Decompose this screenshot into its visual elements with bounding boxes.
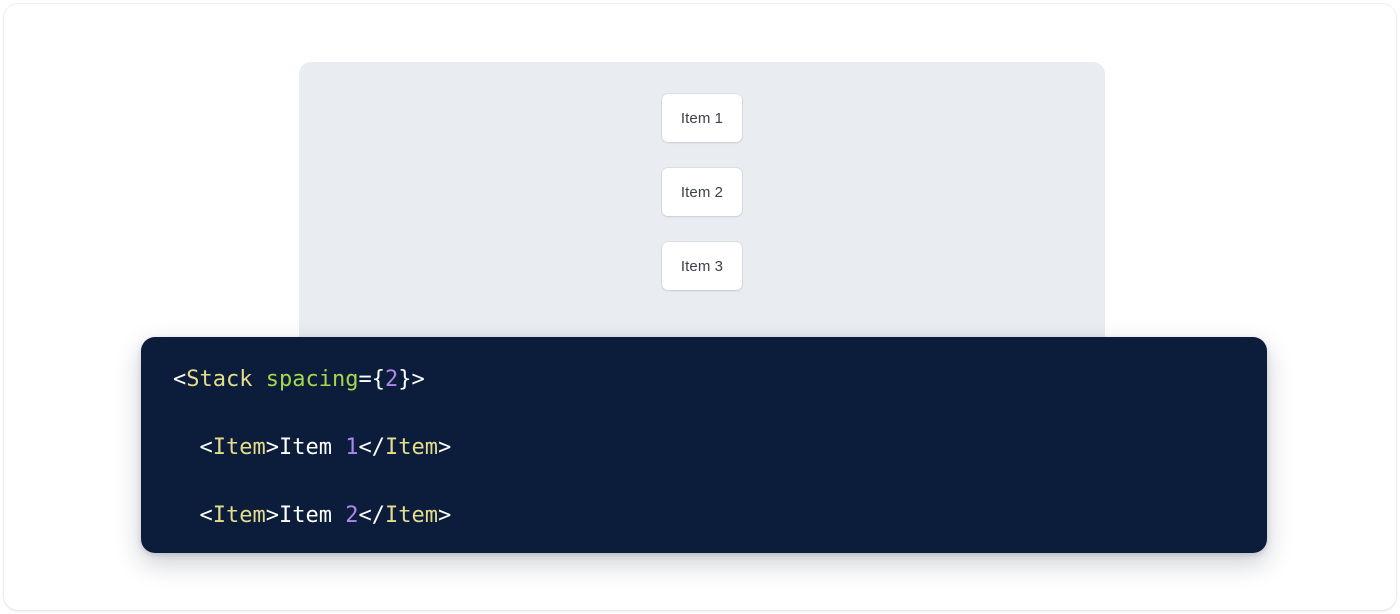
component-preview-panel: Item 1 Item 2 Item 3 xyxy=(299,62,1105,362)
code-token-num: 2 xyxy=(345,503,359,528)
code-line: <Item>Item 1</Item> xyxy=(173,431,1267,465)
code-token-num: 2 xyxy=(384,367,399,392)
code-token-punct xyxy=(252,367,265,392)
code-token-num: 1 xyxy=(345,435,359,460)
code-token-tag: Item xyxy=(212,435,266,460)
code-snippet: <Stack spacing={2}> <Item>Item 1</Item> … xyxy=(173,363,1267,553)
stack-item-label: Item 2 xyxy=(680,183,724,201)
code-token-punct: < xyxy=(173,367,187,392)
code-token-tag: Stack xyxy=(186,367,253,392)
stack-item[interactable]: Item 3 xyxy=(662,242,742,290)
code-token-tag: Item xyxy=(384,435,438,460)
code-root: <Stack spacing={2}> <Item>Item 1</Item> … xyxy=(173,363,1267,553)
code-token-tag: Item xyxy=(384,503,438,528)
stack-item[interactable]: Item 1 xyxy=(662,94,742,142)
code-token-punct: ={ xyxy=(358,367,385,392)
stack-item-label: Item 1 xyxy=(680,109,724,127)
code-token-punct: > xyxy=(437,503,452,528)
code-token-punct: > xyxy=(265,435,279,460)
code-token-punct: </ xyxy=(358,503,385,528)
code-line: <Stack spacing={2}> xyxy=(173,363,1267,397)
code-snippet-panel[interactable]: <Stack spacing={2}> <Item>Item 1</Item> … xyxy=(141,337,1267,553)
code-token-punct: < xyxy=(173,503,213,528)
code-token-punct: < xyxy=(173,435,213,460)
page-card: Item 1 Item 2 Item 3 <Stack spacing={2}>… xyxy=(4,4,1396,610)
code-token-text: Item xyxy=(278,435,346,460)
code-token-punct: > xyxy=(437,435,452,460)
code-token-punct: }> xyxy=(398,367,425,392)
code-token-punct: </ xyxy=(358,435,385,460)
code-token-text: Item xyxy=(278,503,346,528)
code-line: <Item>Item 2</Item> xyxy=(173,499,1267,533)
stack-item-label: Item 3 xyxy=(680,257,724,275)
code-token-attr: spacing xyxy=(265,367,359,392)
code-token-tag: Item xyxy=(212,503,266,528)
stack-container: Item 1 Item 2 Item 3 xyxy=(299,94,1105,290)
code-token-punct: > xyxy=(265,503,279,528)
stack-item[interactable]: Item 2 xyxy=(662,168,742,216)
